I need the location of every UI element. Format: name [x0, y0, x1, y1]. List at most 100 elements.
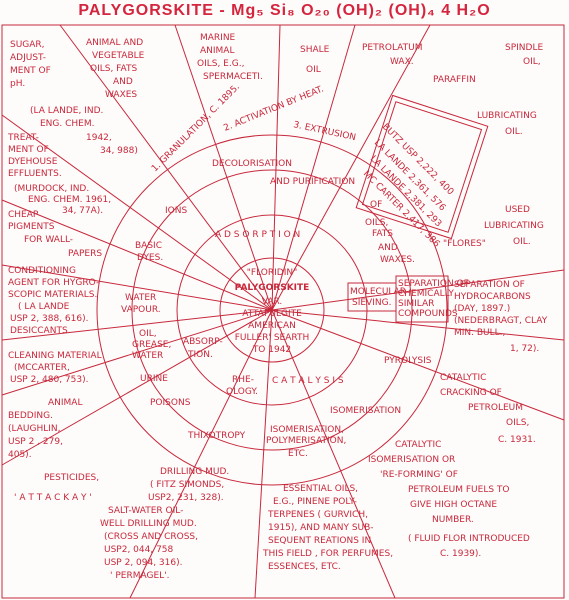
dyehouse-1: TREAT-	[7, 133, 39, 143]
basic-dyes-2: DYES.	[137, 253, 163, 263]
bedding-4: USP 2 , 279,	[8, 437, 63, 447]
essential-6: THIS FIELD , FOR PERFUMES,	[262, 549, 393, 559]
water-vapour-2: VAPOUR.	[121, 305, 161, 315]
used-lub-2: LUBRICATING	[484, 221, 544, 231]
center-american: AMERICAN	[248, 321, 296, 331]
drilling-7: USP2, 044, 758	[104, 545, 174, 555]
molecular-label-2: SIEVING.	[352, 298, 391, 308]
animal-oils-5: WAXES	[105, 90, 137, 100]
molecular-label-1: MOLECULAR	[350, 287, 406, 297]
cat-iso-6: NUMBER.	[432, 515, 474, 525]
cat-iso-4: PETROLEUM FUELS TO	[408, 485, 509, 495]
outer-ring	[131, 169, 413, 451]
bedding-1: ANIMAL	[48, 398, 82, 408]
hydrocarbons-1: SEPARATION OF	[454, 280, 525, 290]
ions-label: IONS	[165, 206, 187, 216]
cleaning-2: (MCCARTER,	[14, 363, 70, 373]
spindle-2: OIL,	[523, 57, 541, 67]
decol-6: AND	[378, 243, 398, 253]
hydrocarbons-5: MIN. BULL.,	[454, 328, 505, 338]
rheology-label-1: RHE-	[232, 375, 254, 385]
pigments-4: PAPERS	[68, 249, 102, 259]
bedding-2: BEDDING.	[8, 411, 53, 421]
conditioning-3: SCOPIC MATERIALS.	[8, 290, 97, 300]
essential-4: 1915), AND MANY SUB-	[268, 523, 374, 533]
marine-3: OILS, E.G.,	[197, 59, 244, 69]
absorption-label-1: ABSORP-	[183, 337, 223, 347]
drilling-3: USP2, 231, 328).	[148, 493, 224, 503]
drilling-4: SALT-WATER OIL-	[108, 506, 183, 516]
rheology-label-2: OLOGY.	[226, 387, 258, 397]
separation-label-4: COMPOUNDS	[398, 309, 458, 319]
hydrocarbons-2: HYDROCARBONS	[454, 292, 531, 302]
hydrocarbons-4: (NEDERBRAGT, CLAY	[454, 316, 548, 326]
lalande-ref-3: 1942,	[86, 133, 112, 143]
poisons-label: POISONS	[150, 398, 191, 408]
adsorption-label: A D S O R P T I O N	[215, 230, 300, 240]
separation-label-2: CHEMICALLY	[398, 289, 454, 299]
absorption-label-2: TION.	[187, 350, 213, 360]
inner-ring	[219, 257, 325, 363]
dyehouse-4: EFFLUENTS.	[8, 169, 62, 179]
oil-grease-3: WATER	[132, 351, 163, 361]
decol-4: OILS,	[365, 218, 388, 228]
cat-iso-2: ISOMERISATION OR	[368, 455, 455, 465]
bedding-5: 405).	[8, 450, 32, 460]
separation-label-3: SIMILAR	[398, 299, 434, 309]
outer-texts: SUGAR, ADJUST- MENT OF pH. (LA LANDE, IN…	[7, 33, 548, 581]
oil-grease-2: GREASE,	[132, 340, 171, 350]
cat-cracking-5: C. 1931.	[498, 435, 536, 445]
cat-iso-1: CATALYTIC	[395, 440, 441, 450]
drilling-8: USP 2, 094, 316).	[104, 558, 183, 568]
cat-cracking-4: OILS,	[506, 418, 529, 428]
animal-oils-2: VEGETABLE	[92, 51, 145, 61]
decol-2: AND PURIFICATION	[270, 177, 355, 187]
shale-2: OIL	[306, 65, 321, 75]
isomerisation-label: ISOMERISATION	[330, 406, 401, 416]
diagram-title: PALYGORSKITE - Mg₅ Si₈ O₂₀ (OH)₂ (OH)₄ 4…	[78, 2, 491, 19]
cat-iso-7: ( FLUID FLOR INTRODUCED	[408, 534, 530, 544]
iso-poly-3: ETC.	[288, 449, 308, 459]
murdock-3: 34, 77A).	[62, 206, 103, 216]
animal-oils-4: AND	[113, 77, 133, 87]
outer-frame	[1, 24, 565, 599]
patent-flores: "FLORES"	[443, 239, 486, 249]
animal-oils-3: OILS, FATS	[90, 64, 137, 74]
cleaning-1: CLEANING MATERIAL	[8, 351, 102, 361]
decol-3: OF	[370, 200, 382, 210]
conditioning-6: DESICCANTS.	[10, 326, 71, 336]
dyehouse-3: DYEHOUSE	[8, 157, 58, 167]
marine-2: ANIMAL	[200, 46, 234, 56]
cat-cracking-1: CATALYTIC	[440, 373, 486, 383]
lubricating-1: LUBRICATING	[477, 111, 537, 121]
oil-grease-1: OIL,	[139, 329, 157, 339]
essential-5: SEQUENT REATIONS IN	[268, 536, 371, 546]
pigments-3: FOR WALL-	[24, 235, 73, 245]
cat-iso-8: C. 1939).	[440, 549, 481, 559]
sugar-1: SUGAR,	[10, 40, 45, 50]
pesticides-label: PESTICIDES,	[44, 473, 99, 483]
hydrocarbons-3: (DAY, 1897.)	[454, 304, 510, 314]
water-vapour-1: WATER	[125, 293, 156, 303]
marine-4: SPERMACETI.	[203, 72, 263, 82]
hydrocarbons-6: 1, 72).	[510, 344, 539, 354]
lalande-ref-2: ENG. CHEM.	[40, 119, 94, 129]
drilling-5: WELL DRILLING MUD.	[100, 519, 197, 529]
paraffin-label: PARAFFIN	[433, 75, 476, 85]
center-attapulgite: ATTAPULGITE	[242, 309, 302, 319]
center-fullers: FULLER' SEARTH	[235, 333, 310, 343]
center-var: VAR.	[262, 297, 283, 307]
conditioning-2: AGENT FOR HYGRO-	[8, 278, 99, 288]
sugar-4: pH.	[10, 79, 25, 89]
shale-1: SHALE	[300, 45, 330, 55]
murdock-2: ENG. CHEM. 1961,	[28, 195, 111, 205]
ring2-labels: A D S O R P T I O N C A T A L Y S I S RH…	[183, 230, 469, 397]
iso-poly-1: ISOMERISATION,	[270, 425, 344, 435]
conditioning-4: ( LA LANDE	[18, 302, 70, 312]
lubricating-2: OIL.	[505, 127, 523, 137]
conditioning-5: USP 2, 388, 616).	[10, 314, 89, 324]
animal-oils-1: ANIMAL AND	[86, 38, 143, 48]
pigments-2: PIGMENTS	[8, 222, 55, 232]
basic-dyes-1: BASIC	[135, 241, 162, 251]
essential-1: ESSENTIAL OILS,	[283, 484, 358, 494]
